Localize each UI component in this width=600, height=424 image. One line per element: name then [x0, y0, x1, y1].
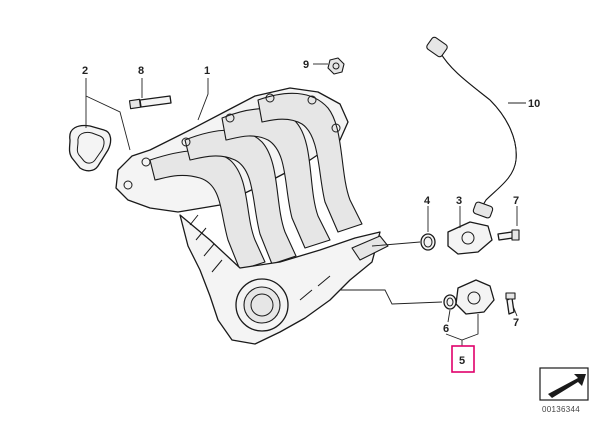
callout-labels: 2 8 1 9 10 4 3 7 7 6 5 — [82, 59, 540, 373]
callout-8[interactable]: 8 — [138, 65, 144, 77]
callout-4[interactable]: 4 — [424, 195, 431, 207]
callout-3[interactable]: 3 — [456, 195, 462, 207]
reference-number: 00136344 — [542, 405, 580, 414]
gasket[interactable] — [68, 124, 112, 172]
callout-1[interactable]: 1 — [204, 65, 210, 77]
nut[interactable] — [327, 57, 345, 75]
callout-2[interactable]: 2 — [82, 65, 88, 77]
connector-housing[interactable] — [447, 221, 493, 255]
callout-9[interactable]: 9 — [303, 59, 309, 71]
o-ring-upper[interactable] — [420, 233, 436, 251]
hose[interactable] — [426, 36, 517, 219]
callout-10[interactable]: 10 — [528, 98, 540, 110]
callout-6[interactable]: 6 — [443, 323, 449, 335]
callout-7-upper[interactable]: 7 — [513, 195, 519, 207]
callout-5[interactable]: 5 — [459, 355, 465, 367]
o-ring-lower[interactable] — [443, 294, 457, 310]
intake-manifold[interactable] — [115, 87, 389, 345]
bolt[interactable] — [128, 95, 172, 110]
screw-lower[interactable] — [505, 292, 516, 315]
thermostat-housing[interactable] — [455, 279, 495, 315]
callout-7-lower[interactable]: 7 — [513, 317, 519, 329]
highlight-box-5 — [451, 345, 475, 373]
screw-upper[interactable] — [497, 229, 520, 241]
leader-lines — [85, 63, 526, 346]
arrow-next-icon[interactable] — [539, 367, 589, 401]
